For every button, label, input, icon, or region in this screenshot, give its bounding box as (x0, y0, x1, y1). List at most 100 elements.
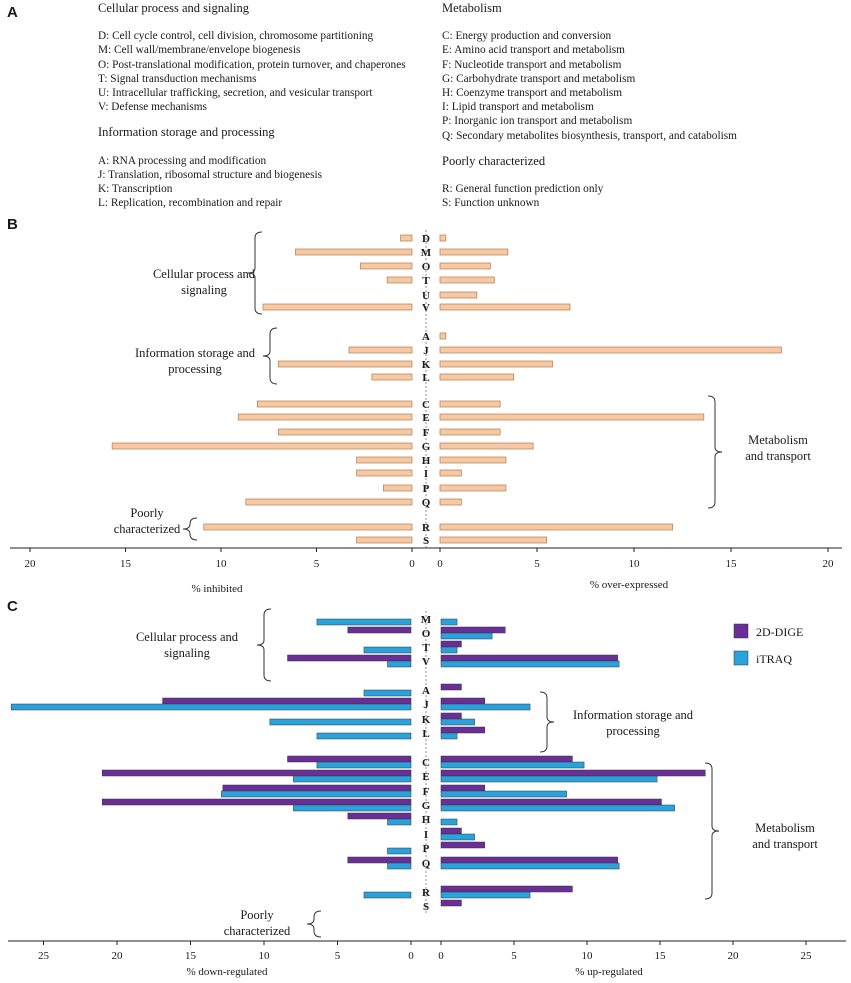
category-label-F: F (423, 427, 430, 439)
bar-itraq-down-P (387, 847, 412, 855)
tick-label-left: 20 (25, 558, 37, 570)
category-label-S: S (423, 901, 429, 913)
category-label-T: T (422, 275, 430, 287)
bar-inhibited-F (277, 428, 413, 436)
category-label-A: A (422, 685, 430, 697)
bar-overexpressed-J (439, 346, 782, 354)
panel-a-label: A (7, 4, 18, 21)
category-label-G: G (422, 800, 431, 812)
category-label-U: U (422, 290, 430, 302)
bar-overexpressed-L (439, 373, 515, 381)
category-label-L: L (422, 372, 429, 384)
bar-dige-down-O (347, 626, 412, 634)
bracket-cellular (247, 231, 263, 315)
group-label-information: processing (606, 724, 660, 738)
category-label-C: C (422, 757, 430, 769)
cog-legend-right-item: G: Carbohydrate transport and metabolism (442, 72, 636, 85)
bar-itraq-up-R (440, 891, 531, 899)
x-axis-label-right: % up-regulated (575, 966, 643, 978)
cog-legend-right-item: C: Energy production and conversion (442, 30, 612, 43)
cog-legend-left-item: J: Translation, ribosomal structure and … (98, 168, 323, 181)
bar-overexpressed-F (439, 428, 501, 436)
group-label-information: Information storage and (573, 708, 694, 722)
bar-inhibited-E (237, 413, 413, 421)
bar-itraq-up-M (440, 618, 458, 626)
x-axis-label-left: % down-regulated (187, 966, 268, 978)
group-label-metabolism: and transport (752, 837, 818, 851)
bar-overexpressed-U (439, 291, 478, 299)
bar-inhibited-Q (245, 498, 413, 506)
category-label-M: M (421, 614, 432, 626)
bar-itraq-down-H (387, 818, 412, 826)
bar-itraq-up-L (440, 732, 458, 740)
category-label-O: O (422, 628, 431, 640)
group-label-cellular: Cellular process and (136, 630, 239, 644)
cog-legend-right-group-title: Poorly characterized (442, 153, 546, 168)
cog-legend-left-item: A: RNA processing and modification (98, 154, 267, 167)
category-label-Q: Q (422, 497, 431, 509)
x-axis-label-right: % over-expressed (590, 579, 669, 591)
bar-itraq-up-T (440, 646, 458, 654)
tick-label-left: 15 (185, 950, 197, 962)
bar-itraq-up-H (440, 818, 458, 826)
bar-overexpressed-M (439, 248, 509, 256)
category-label-I: I (424, 468, 428, 480)
group-label-metabolism: and transport (745, 449, 811, 463)
bar-overexpressed-Q (439, 498, 462, 506)
cog-legend-left-item: V: Defense mechanisms (98, 101, 207, 114)
bracket-poorly (182, 517, 198, 541)
cog-legend-left-group-title: Information storage and processing (98, 125, 275, 140)
category-label-P: P (423, 843, 430, 855)
tick-label-left: 20 (112, 950, 124, 962)
category-label-C: C (422, 399, 430, 411)
category-label-G: G (422, 441, 431, 453)
bar-itraq-down-R (363, 891, 412, 899)
bar-itraq-down-M (316, 618, 412, 626)
legend-label-dige: 2D-DIGE (756, 625, 803, 639)
cog-legend-right-item: I: Lipid transport and metabolism (442, 101, 594, 114)
cog-legend-right-item: P: Inorganic ion transport and metabolis… (442, 115, 633, 128)
bar-dige-down-G (102, 798, 412, 806)
cog-legend-right-item: Q: Secondary metabolites biosynthesis, t… (442, 129, 737, 142)
bar-dige-up-T (440, 640, 462, 648)
bracket-metabolism (704, 762, 720, 900)
group-label-poorly: Poorly (240, 908, 274, 922)
tick-label-right: 25 (801, 950, 813, 962)
bar-itraq-down-L (316, 732, 412, 740)
tick-label-right: 10 (629, 558, 641, 570)
cog-legend-left-item: T: Signal transduction mechanisms (98, 72, 257, 85)
cog-legend-left-item: D: Cell cycle control, cell division, ch… (98, 30, 374, 43)
category-label-M: M (421, 247, 432, 259)
cog-legend-left-item: M: Cell wall/membrane/envelope biogenesi… (98, 44, 301, 57)
bar-itraq-up-C (440, 761, 585, 769)
tick-label-left: 5 (335, 950, 341, 962)
x-axis-label-left: % inhibited (191, 583, 243, 595)
bar-itraq-down-V (387, 660, 412, 668)
bar-inhibited-I (356, 469, 413, 477)
category-label-S: S (423, 535, 429, 547)
bar-itraq-up-O (440, 632, 493, 640)
tick-label-left: 25 (38, 950, 50, 962)
bar-inhibited-J (348, 346, 413, 354)
category-label-Q: Q (422, 858, 431, 870)
bar-dige-down-V (287, 654, 412, 662)
bar-inhibited-R (203, 523, 413, 531)
bracket-cellular (256, 608, 272, 682)
bar-inhibited-P (383, 484, 413, 492)
bar-dige-up-O (440, 626, 506, 634)
bar-itraq-down-C (316, 761, 412, 769)
category-label-P: P (423, 483, 430, 495)
bar-itraq-up-K (440, 718, 475, 726)
bar-itraq-up-F (440, 790, 567, 798)
legend-swatch-itraq (733, 650, 749, 666)
bar-inhibited-V (262, 303, 413, 311)
category-label-K: K (422, 359, 431, 371)
bar-itraq-down-Q (387, 862, 412, 870)
category-label-T: T (422, 642, 430, 654)
tick-label-right: 20 (728, 950, 740, 962)
bar-overexpressed-T (439, 276, 495, 284)
cog-legend-left-item: O: Post-translational modification, prot… (98, 58, 406, 71)
category-label-I: I (424, 829, 428, 841)
bar-dige-up-C (440, 755, 573, 763)
